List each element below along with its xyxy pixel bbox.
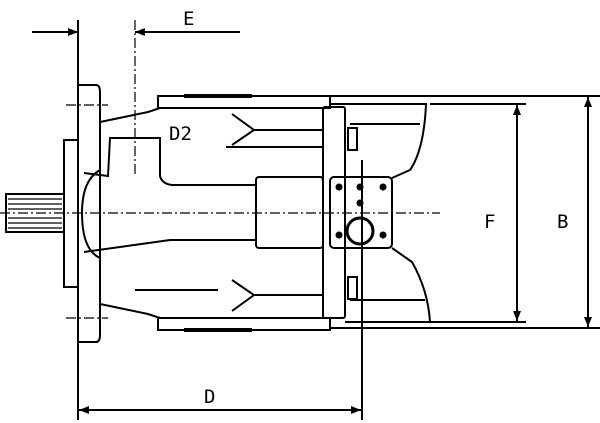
label-e: E — [183, 8, 194, 30]
label-d: D — [204, 386, 215, 408]
label-d2: D2 — [169, 123, 192, 145]
dimension-d — [79, 160, 363, 420]
label-f: F — [484, 211, 495, 233]
spline-shaft — [5, 193, 65, 233]
label-b: B — [557, 211, 568, 233]
dimension-e — [32, 20, 240, 420]
port-circle — [345, 216, 375, 246]
mounting-flange — [78, 84, 101, 343]
